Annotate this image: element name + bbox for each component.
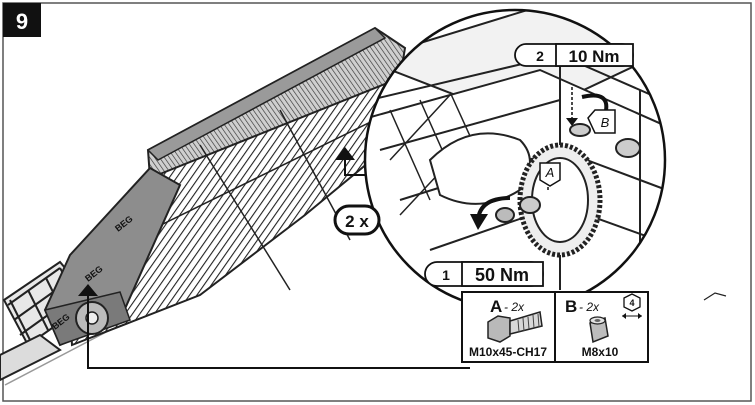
part-qty: - 2x bbox=[579, 300, 600, 314]
parts-table: A - 2x M10x45-CH17 B - 2x 4 bbox=[461, 291, 649, 363]
ground-line bbox=[4, 329, 111, 386]
callout-b bbox=[587, 109, 616, 134]
hex-key-icon: 4 bbox=[622, 293, 642, 319]
sleeve-nut-icon bbox=[589, 316, 609, 344]
torque-value: 10 Nm bbox=[568, 47, 619, 66]
torque-value: 50 Nm bbox=[475, 265, 529, 285]
tool-size: 4 bbox=[629, 298, 634, 308]
torque-box-1: 1 50 Nm bbox=[424, 261, 544, 287]
torque-order: 1 bbox=[442, 267, 450, 283]
torque-box-2: 2 10 Nm bbox=[514, 43, 634, 67]
part-b: B - 2x 4 M8x10 bbox=[565, 293, 642, 359]
leader-line bbox=[87, 296, 470, 369]
rotate-arrow-icon bbox=[470, 214, 488, 230]
step-number: 9 bbox=[16, 9, 28, 34]
callout-a-label: A bbox=[545, 165, 555, 180]
bolt-icon bbox=[487, 311, 543, 343]
part-letter: A bbox=[490, 297, 502, 316]
step-badge bbox=[3, 3, 41, 37]
part-qty: - 2x bbox=[504, 300, 525, 314]
part-code: M8x10 bbox=[582, 345, 619, 359]
callout-a bbox=[539, 162, 561, 187]
repeat-badge: 2 x bbox=[333, 204, 381, 236]
callout-b-label: B bbox=[601, 115, 610, 130]
part-code: M10x45-CH17 bbox=[469, 345, 547, 359]
part-letter: B bbox=[565, 297, 577, 316]
mark bbox=[703, 292, 727, 301]
torque-order: 2 bbox=[536, 48, 544, 64]
repeat-label: 2 x bbox=[345, 212, 369, 231]
luminaire: BEG BEG BEG bbox=[0, 26, 422, 386]
part-a: A - 2x M10x45-CH17 bbox=[469, 297, 547, 359]
